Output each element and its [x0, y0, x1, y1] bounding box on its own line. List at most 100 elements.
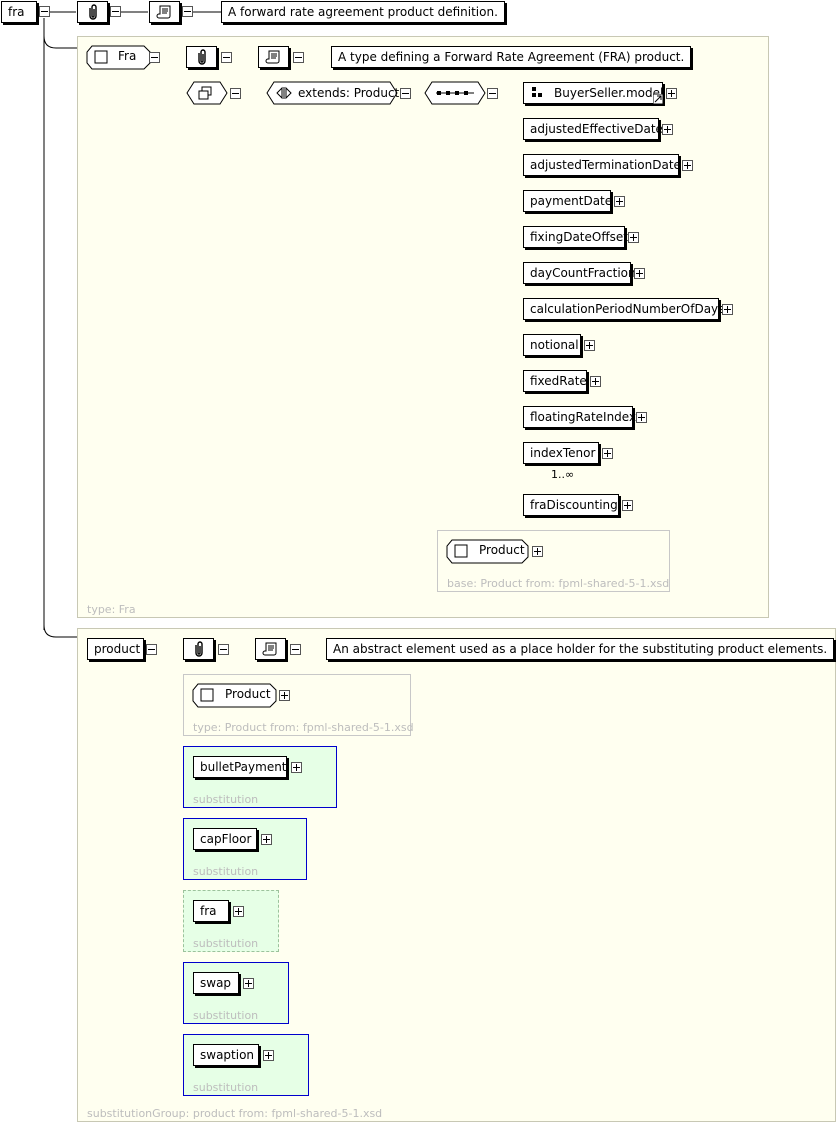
collapse-toggle-root-attrs[interactable]	[110, 6, 121, 17]
sequence-element-indexTenor[interactable]: indexTenor	[523, 442, 599, 464]
product-type-label: Product	[225, 687, 271, 701]
group-ref-icon	[532, 87, 542, 97]
substitution-caption: substitution	[193, 865, 259, 878]
expand-toggle-notional[interactable]	[584, 340, 595, 351]
sequence-element-dayCountFraction[interactable]: dayCountFraction	[523, 262, 636, 284]
collapse-toggle-root[interactable]	[39, 6, 50, 17]
expand-toggle-subst-bulletPayment[interactable]	[291, 762, 302, 773]
substitution-element-capFloor[interactable]: capFloor	[193, 828, 257, 850]
sequence-element-label: notional	[530, 338, 579, 352]
paperclip-icon	[197, 49, 206, 65]
substitution-element-bulletPayment[interactable]: bulletPayment	[193, 756, 287, 778]
type-panel	[77, 36, 769, 618]
fra-documentation: A type defining a Forward Rate Agreement…	[331, 46, 692, 68]
sequence-compositor-icon	[424, 81, 486, 105]
base-type-product-label: Product	[479, 543, 525, 557]
substitution-caption: substitution	[193, 1081, 259, 1094]
scroll-icon	[156, 5, 170, 19]
collapse-toggle-sequence[interactable]	[487, 88, 498, 99]
product-doc-text: An abstract element used as a place hold…	[333, 642, 828, 656]
expand-toggle-subst-fra[interactable]	[233, 906, 244, 917]
product-panel-caption: substitutionGroup: product from: fpml-sh…	[87, 1107, 383, 1120]
expand-toggle-calculationPeriodNumberOfDays[interactable]	[722, 304, 733, 315]
collapse-toggle-fra[interactable]	[149, 52, 160, 63]
expand-toggle-paymentDate[interactable]	[614, 196, 625, 207]
sequence-element-paymentDate[interactable]: paymentDate	[523, 190, 613, 212]
root-element-fra[interactable]: fra	[1, 1, 37, 23]
base-type-product-box[interactable]	[446, 539, 530, 565]
extends-box[interactable]	[266, 81, 398, 105]
sequence-element-label: adjustedEffectiveDate	[530, 122, 663, 136]
sequence-element-label: indexTenor	[530, 446, 596, 460]
collapse-toggle-product[interactable]	[146, 644, 157, 655]
expand-toggle-fixingDateOffset[interactable]	[628, 232, 639, 243]
collapse-toggle-extends[interactable]	[400, 88, 411, 99]
sequence-element-label: fixingDateOffset	[530, 230, 628, 244]
product-type-box[interactable]	[192, 683, 278, 709]
sequence-element-notional[interactable]: notional	[523, 334, 581, 356]
collapse-toggle-content[interactable]	[230, 88, 241, 99]
collapse-toggle-fra-annotation[interactable]	[293, 52, 304, 63]
expand-toggle-adjustedTerminationDate[interactable]	[682, 160, 693, 171]
collapse-toggle-fra-attrs[interactable]	[221, 52, 232, 63]
substitution-element-swaption[interactable]: swaption	[193, 1044, 259, 1066]
fra-attributes-icon	[186, 46, 217, 68]
ref-arrow-icon	[653, 94, 663, 104]
sequence-element-adjustedTerminationDate[interactable]: adjustedTerminationDate	[523, 154, 681, 176]
substitution-element-swap[interactable]: swap	[193, 972, 239, 994]
expand-toggle-indexTenor[interactable]	[602, 448, 613, 459]
sequence-element-label: dayCountFraction	[530, 266, 636, 280]
product-type-caption: type: Product from: fpml-shared-5-1.xsd	[193, 721, 414, 734]
substitution-caption: substitution	[193, 793, 259, 806]
expand-toggle-base-product[interactable]	[532, 546, 543, 557]
product-attributes-icon	[183, 638, 214, 660]
expand-toggle-dayCountFraction[interactable]	[634, 268, 645, 279]
sequence-element-label: floatingRateIndex	[530, 410, 637, 424]
sequence-element-fixedRate[interactable]: fixedRate	[523, 370, 587, 392]
expand-toggle-subst-capFloor[interactable]	[261, 834, 272, 845]
substitution-caption: substitution	[193, 1009, 259, 1022]
annotation-icon	[149, 1, 180, 23]
sequence-element-label: paymentDate	[530, 194, 613, 208]
scroll-icon	[265, 50, 279, 64]
collapse-toggle-root-annotation[interactable]	[182, 6, 193, 17]
expand-toggle-subst-swaption[interactable]	[263, 1050, 274, 1061]
product-documentation: An abstract element used as a place hold…	[326, 638, 835, 660]
paperclip-icon	[194, 641, 203, 657]
sequence-element-fraDiscounting[interactable]: fraDiscounting	[523, 494, 619, 516]
product-annotation-icon	[255, 638, 286, 660]
type-panel-caption: type: Fra	[87, 603, 136, 616]
expand-toggle-BuyerSeller-model[interactable]	[666, 88, 677, 99]
collapse-toggle-product-annotation[interactable]	[290, 644, 301, 655]
element-product[interactable]: product	[87, 638, 144, 660]
sequence-element-label: adjustedTerminationDate	[530, 158, 681, 172]
substitution-element-fra[interactable]: fra	[193, 900, 229, 922]
fra-doc-text: A type defining a Forward Rate Agreement…	[338, 50, 685, 64]
attributes-icon	[77, 1, 108, 23]
sequence-element-fixingDateOffset[interactable]: fixingDateOffset	[523, 226, 628, 248]
expand-toggle-adjustedEffectiveDate[interactable]	[662, 124, 673, 135]
root-element-label: fra	[8, 5, 25, 19]
expand-toggle-fixedRate[interactable]	[590, 376, 601, 387]
expand-toggle-fraDiscounting[interactable]	[622, 500, 633, 511]
sequence-element-floatingRateIndex[interactable]: floatingRateIndex	[523, 406, 637, 428]
type-fra-box[interactable]	[86, 45, 152, 71]
complex-content-icon	[186, 81, 228, 105]
sequence-element-label: fraDiscounting	[530, 498, 618, 512]
extends-label: extends: Product	[298, 86, 400, 100]
root-doc-text: A forward rate agreement product definit…	[228, 5, 498, 19]
sequence-element-calculationPeriodNumberOfDays[interactable]: calculationPeriodNumberOfDays	[523, 298, 724, 320]
multiplicity-label: 1..∞	[551, 468, 575, 481]
sequence-element-label: calculationPeriodNumberOfDays	[530, 302, 725, 316]
expand-toggle-subst-swap[interactable]	[243, 978, 254, 989]
base-type-caption: base: Product from: fpml-shared-5-1.xsd	[447, 577, 670, 590]
type-fra-label: Fra	[118, 49, 137, 63]
substitution-caption: substitution	[193, 937, 259, 950]
expand-toggle-product-type[interactable]	[279, 690, 290, 701]
collapse-toggle-product-attrs[interactable]	[218, 644, 229, 655]
sequence-element-adjustedEffectiveDate[interactable]: adjustedEffectiveDate	[523, 118, 663, 140]
sequence-element-label: BuyerSeller.model	[554, 86, 664, 100]
expand-toggle-floatingRateIndex[interactable]	[636, 412, 647, 423]
sequence-element-BuyerSeller-model[interactable]: BuyerSeller.model	[523, 82, 663, 104]
paperclip-icon	[88, 4, 97, 20]
